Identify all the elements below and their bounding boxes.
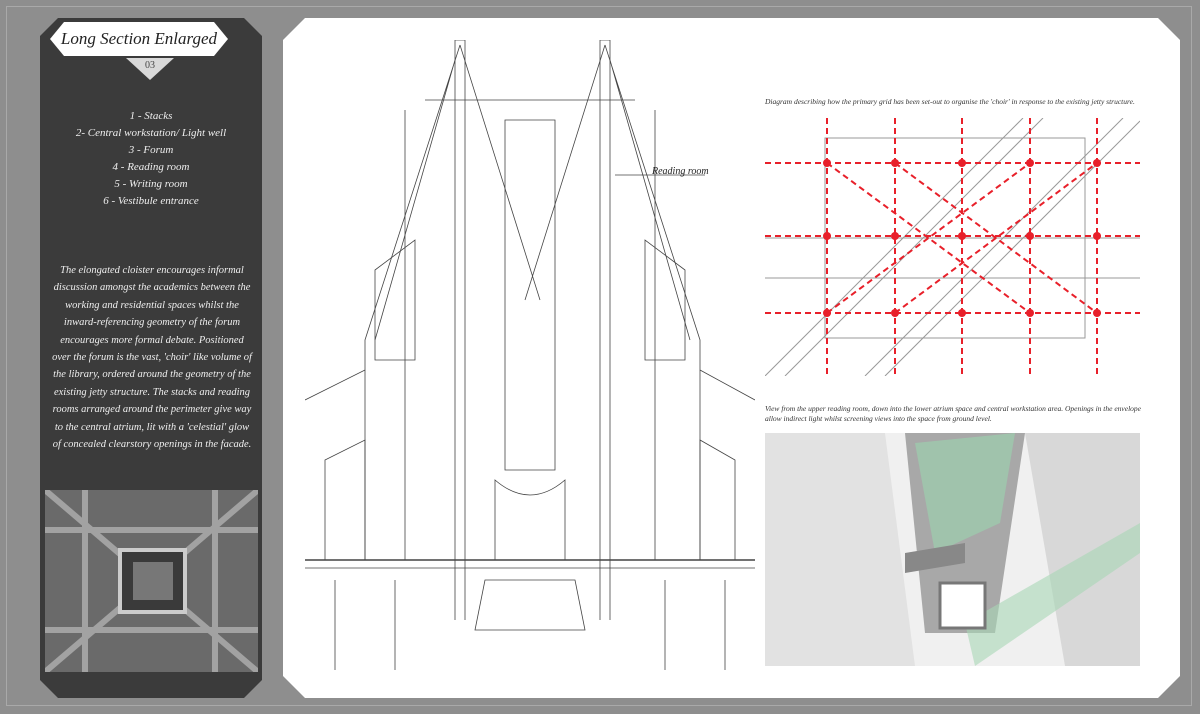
- board-frame: [6, 6, 1192, 706]
- sheet-title: Long Section Enlarged: [50, 22, 228, 56]
- reading-room-annotation: Reading room: [652, 166, 709, 177]
- legend-item: 4 - Reading room: [112, 161, 190, 173]
- legend-item: 5 - Writing room: [114, 178, 188, 190]
- atrium-photo: [45, 490, 258, 672]
- grid-diagram-caption: Diagram describing how the primary grid …: [765, 97, 1135, 106]
- grid-diagram: [764, 117, 1141, 377]
- legend-item: 2- Central workstation/ Light well: [75, 127, 227, 139]
- legend-item: 3 - Forum: [128, 144, 174, 156]
- legend-item: 6 - Vestibule entrance: [103, 195, 199, 207]
- render-caption: View from the upper reading room, down i…: [765, 404, 1141, 423]
- long-section-drawing: [304, 39, 756, 670]
- atrium-render: [765, 433, 1140, 666]
- project-description: The elongated cloister encourages inform…: [52, 265, 252, 451]
- legend-item: 1 - Stacks: [129, 110, 173, 122]
- legend-list: 1 - Stacks 2- Central workstation/ Light…: [40, 108, 262, 210]
